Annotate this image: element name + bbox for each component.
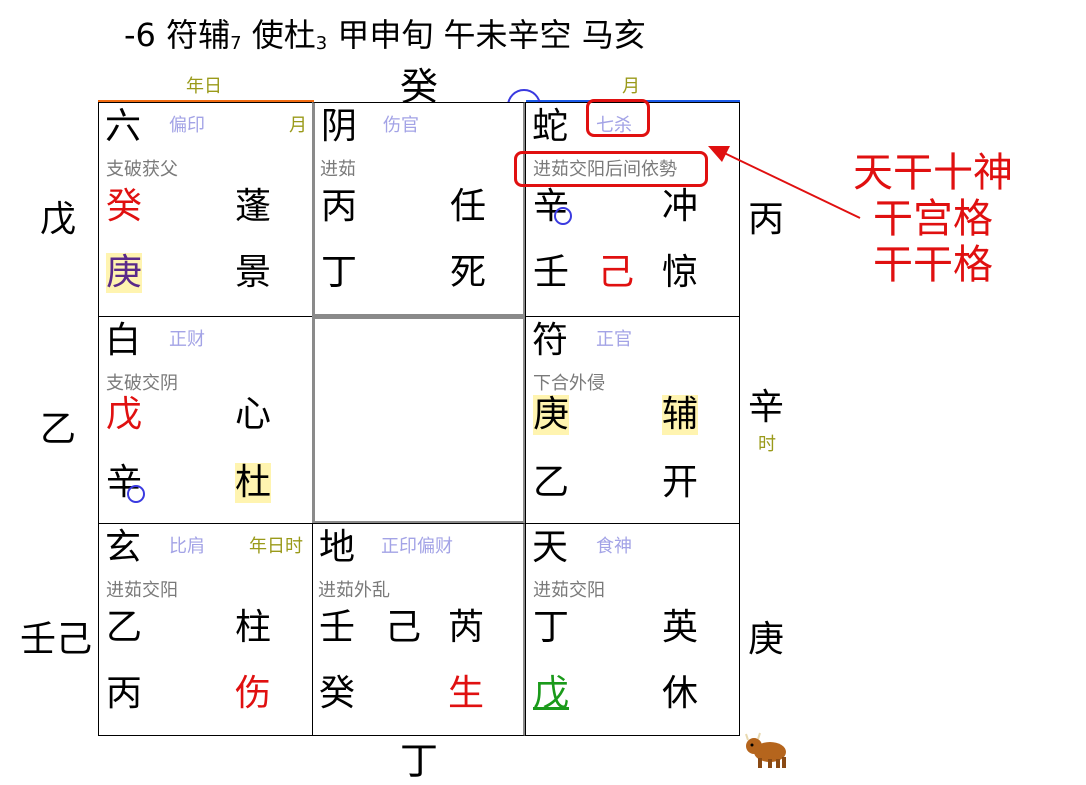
pattern-label: 进茹交阳 [533,580,605,601]
hidden-stem: 己 [598,252,635,293]
heaven-stem: 丙 [321,186,358,227]
heaven-stem: 壬 [319,607,356,648]
earth-stem: 癸 [319,673,356,714]
right-side-stem-2: 辛 [748,387,785,428]
pattern-label: 支破交阴 [106,373,178,394]
month-tag: 月 [289,115,307,136]
palace-top-left[interactable]: 六 偏印 月 支破获父 癸 蓬 庚 景 [98,102,313,317]
palace-center[interactable] [312,316,526,524]
header-part-e: 甲申旬 午未辛空 马亥 [327,16,646,54]
left-side-stem-1: 戊 [40,199,77,240]
palace-top-center[interactable]: 阴 伤官 进茹 丙 任 丁 死 [312,102,526,317]
top-right-label: 月 [622,76,640,97]
left-side-stem-3: 壬己 [20,619,93,660]
star-char: 心 [235,394,272,435]
deity-char: 天 [532,527,569,568]
palace-middle-right[interactable]: 符 正官 下合外侵 庚 辅 乙 开 [525,316,740,524]
void-circle-marker [127,485,145,503]
door-char: 杜 [235,462,272,503]
annotation-line-2: 干宫格 [873,196,993,242]
header-part-c: 使杜 [241,16,316,54]
year-day-hour-tag: 年日时 [249,536,303,557]
pattern-label: 进茹交阳后间依勢 [533,159,677,180]
left-side-stem-2: 乙 [40,409,77,450]
door-char: 伤 [235,673,272,714]
door-char: 死 [450,252,487,293]
void-circle-marker [554,207,572,225]
palace-bottom-right[interactable]: 天 食神 进茹交阳 丁 英 戊 休 [525,523,740,736]
deity-char: 六 [105,106,142,147]
palace-grid: 六 偏印 月 支破获父 癸 蓬 庚 景 阴 伤官 进茹 丙 任 丁 死 蛇 七杀… [98,99,740,736]
door-char: 惊 [662,252,699,293]
pattern-label: 进茹外乱 [318,580,390,601]
annotation-line-3: 干干格 [873,242,993,288]
heaven-stem: 戊 [106,394,143,435]
heaven-stem: 乙 [106,607,143,648]
header-part-a: -6 符辅 [124,16,231,54]
top-left-label: 年日 [186,76,222,97]
ten-god-label: 正官 [596,329,632,350]
door-char: 休 [662,673,699,714]
palace-bottom-left[interactable]: 玄 比肩 年日时 进茹交阳 乙 柱 丙 伤 [98,523,313,736]
deity-char: 玄 [105,527,142,568]
palace-middle-left[interactable]: 白 正财 支破交阴 戊 心 辛 杜 [98,316,313,524]
deity-char: 白 [105,320,142,361]
ten-god-label: 七杀 [596,115,632,136]
deity-char: 符 [532,320,569,361]
palace-top-right[interactable]: 蛇 七杀 进茹交阳后间依勢 辛 冲 壬 己 惊 [514,99,740,317]
chart-header: -6 符辅7 使杜3 甲申旬 午未辛空 马亥 [124,10,646,56]
ox-icon [745,732,786,768]
earth-stem: 丁 [321,252,358,293]
ten-god-label: 偏印 [169,115,205,136]
ten-god-label: 比肩 [169,536,205,557]
header-sub-d: 3 [315,33,328,54]
pattern-label: 支破获父 [106,159,178,180]
ten-god-highlight-box [586,99,650,137]
pattern-label: 下合外侵 [533,373,605,394]
pattern-label: 进茹交阳 [106,580,178,601]
deity-char: 阴 [321,106,358,147]
heaven-stem: 丁 [533,607,570,648]
right-side-stem-1: 丙 [748,199,785,240]
heaven-stem: 癸 [106,186,143,227]
ten-god-label: 正财 [169,329,205,350]
deity-char: 蛇 [532,106,569,147]
star-char: 任 [450,186,487,227]
earth-stem: 庚 [106,252,143,293]
header-sub-b: 7 [230,33,242,54]
heaven-stem: 庚 [533,394,570,435]
annotation-arrow-icon [708,146,861,219]
star-char: 英 [662,607,699,648]
ten-god-label: 伤官 [383,115,419,136]
earth-stem: 壬 [533,252,570,293]
hidden-stem: 己 [385,607,422,648]
pattern-label: 进茹 [320,159,356,180]
pattern-highlight-box [514,151,708,187]
star-char: 冲 [662,186,699,227]
annotation-line-1: 天干十神 [853,150,1013,196]
door-char: 景 [235,252,272,293]
top-center-stem: 癸 [400,65,439,109]
annotation-block: 天干十神 干宫格 干干格 [838,150,1028,288]
door-char: 生 [448,673,485,714]
ten-god-label: 正印偏财 [381,536,453,557]
palace-bottom-center[interactable]: 地 正印偏财 进茹外乱 壬 己 芮 癸 生 [312,523,526,736]
star-char: 辅 [662,394,699,435]
bottom-stem: 丁 [400,739,439,783]
earth-stem: 戊 [533,673,570,714]
star-char: 蓬 [235,186,272,227]
right-side-hour-label: 时 [758,434,776,455]
right-side-stem-3: 庚 [748,619,785,660]
deity-char: 地 [319,527,356,568]
earth-stem: 丙 [106,673,143,714]
door-char: 开 [662,462,699,503]
star-char: 芮 [448,607,485,648]
star-char: 柱 [235,607,272,648]
earth-stem: 乙 [533,462,570,503]
ten-god-label: 食神 [596,536,632,557]
